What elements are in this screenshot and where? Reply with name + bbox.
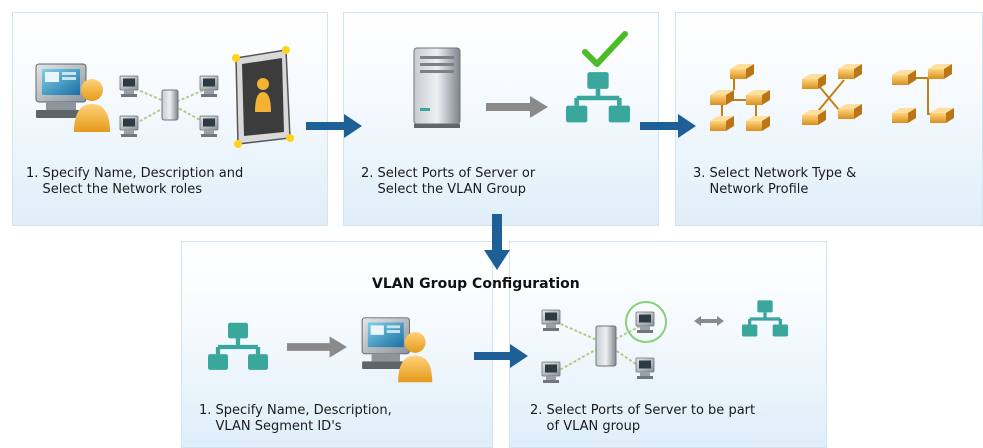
server-ports-icon (541, 301, 667, 384)
vlan-step-2-caption: 2. Select Ports of Server to be part of … (530, 403, 756, 434)
network-profile-icon (710, 64, 954, 131)
vlan-switch-icon (208, 322, 268, 372)
step-2-caption: 2. Select Ports of Server or Select the … (361, 166, 536, 197)
step-1-caption: 1. Specify Name, Description and Select … (26, 166, 244, 197)
vlan-step-1-caption: 1. Specify Name, Description, VLAN Segme… (199, 403, 392, 434)
vlan-workstation-user-icon (361, 317, 433, 383)
gray-arrow-icon (486, 96, 548, 118)
flow-arrow-3 (474, 344, 528, 368)
step-panel-2 (343, 12, 659, 226)
flow-arrow-2 (640, 114, 696, 138)
workstation-user-icon (35, 63, 111, 133)
bidirectional-arrow-icon (694, 316, 724, 326)
vlan-gray-arrow-icon (287, 336, 347, 358)
network-topology-icon (119, 75, 219, 138)
vlan-switch-icon-2 (740, 298, 790, 339)
switch-icon (566, 72, 630, 124)
checkmark-icon (582, 31, 628, 67)
server-icon (413, 47, 461, 129)
flow-arrow-1 (306, 114, 362, 138)
vlan-panel-2 (509, 241, 827, 448)
vlan-group-title: VLAN Group Configuration (372, 276, 580, 292)
step-3-caption: 3. Select Network Type & Network Profile (693, 166, 857, 197)
flow-arrow-down (484, 214, 510, 270)
network-role-icon (232, 46, 294, 148)
